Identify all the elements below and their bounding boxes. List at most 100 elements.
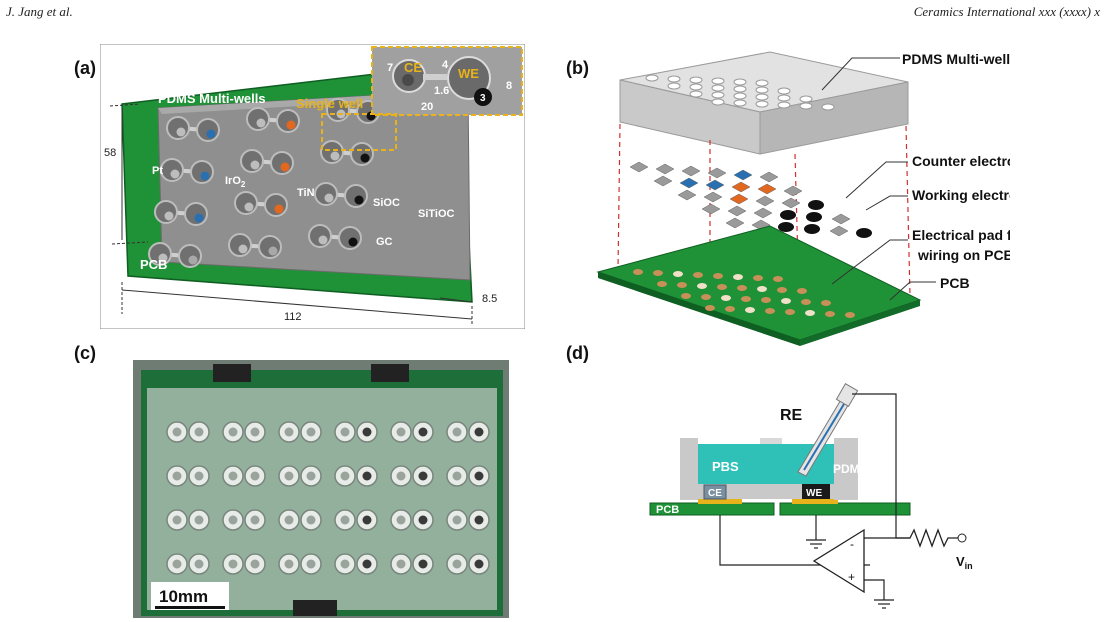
photo-electrode: [250, 427, 260, 437]
well: [196, 118, 220, 142]
electrode-dot: [280, 162, 290, 172]
well: [228, 233, 252, 257]
well: [276, 109, 300, 133]
electrode-dot: [170, 169, 180, 179]
counter-electrode-square: [653, 175, 673, 187]
electrode-dot: [274, 204, 284, 214]
pdms-hole: [755, 86, 769, 94]
electrode-dot: [188, 255, 198, 265]
pcb-pad: [801, 299, 811, 305]
pcb-pad: [757, 286, 767, 292]
leader-lines: [821, 57, 936, 301]
photo-electrode: [194, 471, 204, 481]
pcb-pad: [673, 271, 683, 277]
photo-electrode: [306, 559, 316, 569]
inset-we-label: WE: [458, 66, 479, 81]
photo-electrode: [250, 471, 260, 481]
photo-electrode: [396, 471, 406, 481]
counter-electrode-square: [681, 165, 701, 177]
dim-8-5: 8.5: [482, 293, 497, 305]
counter-electrode-square: [729, 193, 749, 205]
pdms-hole: [711, 77, 725, 85]
counter-electrode-square: [727, 205, 747, 217]
counter-electrode-square: [655, 163, 675, 175]
pcb-pad: [633, 269, 643, 275]
panel-b-label: (b): [566, 58, 589, 78]
sioc-label: SiOC: [373, 197, 400, 209]
photo-electrode: [172, 559, 182, 569]
pcb-pad: [693, 272, 703, 278]
pcb-pad: [745, 307, 755, 313]
pdms-label-a: PDMS Multi-wells: [158, 91, 266, 106]
photo-electrode: [340, 427, 350, 437]
we-label-d: WE: [806, 488, 822, 499]
well: [270, 151, 294, 175]
photo-electrode: [452, 515, 462, 525]
pcb-pad: [717, 284, 727, 290]
pdms-hole: [799, 102, 813, 110]
electrode-dot: [268, 246, 278, 256]
single-well-box: [321, 113, 397, 151]
reference-electrode: [797, 383, 859, 477]
iro2-label: IrO2: [225, 175, 246, 189]
well: [184, 202, 208, 226]
panel-a-figure: CE WE 7 4 1.6 3 8 20 Single well PDMS Mu…: [100, 44, 525, 329]
electrode-dot: [318, 235, 328, 245]
electrode-dot: [354, 195, 364, 205]
counter-electrode-square: [701, 203, 721, 215]
well: [264, 193, 288, 217]
scale-bar-label: 10mm: [159, 587, 208, 606]
photo-electrode: [418, 515, 428, 525]
pcb-pad: [805, 310, 815, 316]
panel-c-photo: 10mm: [133, 360, 509, 618]
well: [240, 149, 264, 173]
inset-dim-7: 7: [387, 62, 393, 74]
pcb-pad: [653, 270, 663, 276]
photo-electrode: [172, 471, 182, 481]
pdms-hole: [799, 95, 813, 103]
working-electrode-label: Working electrode: [912, 187, 1010, 203]
pcb-pad: [705, 305, 715, 311]
photo-electrode: [340, 471, 350, 481]
electrical-pad-label-2: wiring on PCB: [917, 247, 1010, 263]
pcb-pad: [681, 293, 691, 299]
pdms-hole: [689, 90, 703, 98]
photo-electrode: [362, 427, 372, 437]
working-electrode-disc: [808, 200, 824, 210]
journal-title-header: Ceramics International xxx (xxxx) x: [913, 4, 1100, 19]
photo-electrode: [452, 559, 462, 569]
photo-electrode: [284, 559, 294, 569]
well: [246, 107, 270, 131]
gc-label: GC: [376, 236, 393, 248]
counter-electrode-square: [753, 207, 773, 219]
pcb-pad: [761, 297, 771, 303]
op-amp: [812, 528, 865, 594]
photo-electrode: [228, 515, 238, 525]
pcb-pad: [701, 294, 711, 300]
pcb-pad: [733, 274, 743, 280]
photo-electrode: [284, 427, 294, 437]
pdms-hole: [645, 74, 659, 82]
counter-electrode-square: [725, 217, 745, 229]
we-electrode: [802, 484, 830, 499]
vin-label: Vin: [956, 554, 973, 571]
op-amp-plus: +: [848, 570, 855, 584]
well: [338, 226, 362, 250]
well-grid: [148, 98, 380, 268]
inset-dim-4: 4: [442, 59, 449, 71]
pdms-hole: [755, 79, 769, 87]
dim-112: 112: [284, 311, 302, 323]
photo-electrode: [228, 559, 238, 569]
pcb-pad: [765, 308, 775, 314]
dimension-lines: [109, 103, 473, 326]
photo-electrode: [474, 515, 484, 525]
pdms-hole: [711, 84, 725, 92]
single-well-inset: CE WE 7 4 1.6 3 8 20: [371, 46, 523, 116]
pcb-label-b: PCB: [940, 275, 970, 291]
well: [258, 235, 282, 259]
dim-58: 58: [104, 147, 116, 159]
photo-electrode: [474, 471, 484, 481]
ce-label-d: CE: [708, 488, 722, 499]
electrode-dot: [348, 237, 358, 247]
counter-electrode-square: [829, 225, 849, 237]
